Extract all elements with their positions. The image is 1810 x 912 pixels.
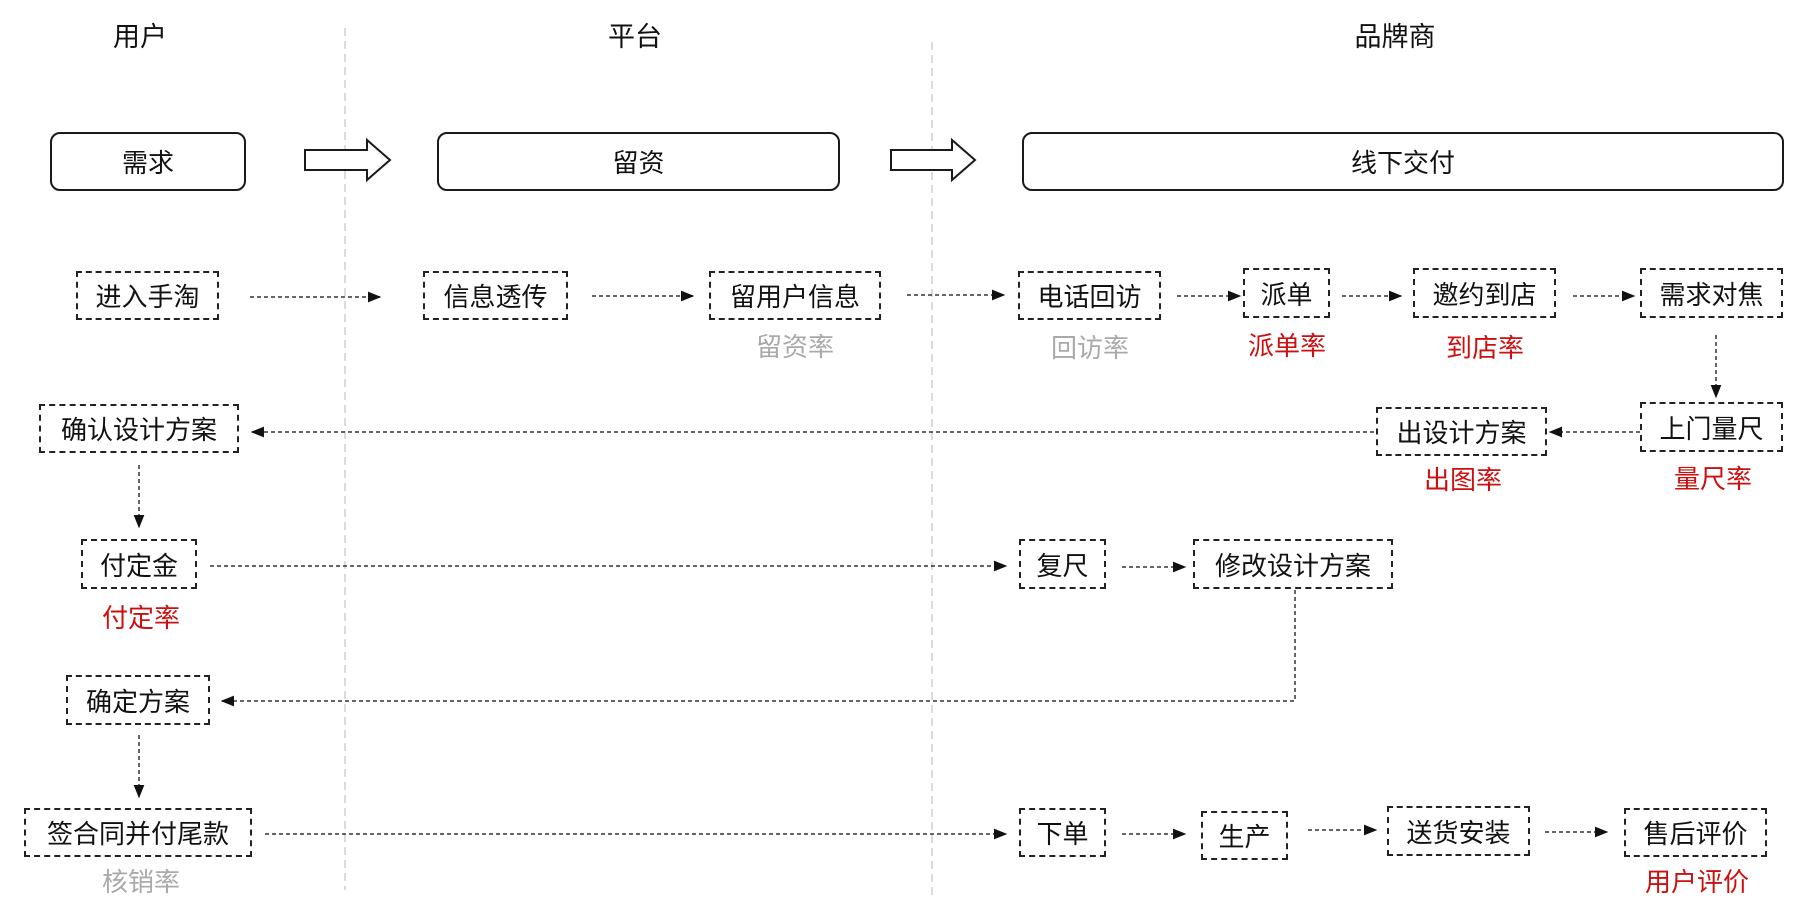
node-invite-store: 邀约到店 <box>1413 268 1556 318</box>
phase-offline-label: 线下交付 <box>1350 149 1455 179</box>
phase-demand: 需求 <box>50 132 246 191</box>
lane-title-brand: 品牌商 <box>1354 22 1436 53</box>
node-place-order: 下单 <box>1019 808 1106 857</box>
node-re-measure: 复尺 <box>1019 539 1106 589</box>
metric-measure-rate: 量尺率 <box>1673 465 1752 495</box>
node-confirm-design: 确认设计方案 <box>39 404 239 453</box>
node-dispatch: 派单 <box>1243 268 1330 318</box>
metric-lead-rate: 留资率 <box>755 333 834 363</box>
phase-lead-label: 留资 <box>612 149 665 179</box>
node-door-measure: 上门量尺 <box>1640 402 1783 452</box>
lane-title-user: 用户 <box>113 22 167 53</box>
metric-dispatch-rate: 派单率 <box>1247 332 1326 362</box>
node-sign-contract: 签合同并付尾款 <box>24 808 252 857</box>
node-leave-info: 留用户信息 <box>709 271 881 320</box>
phase-arrow-icon <box>890 137 977 183</box>
lane-title-platform: 平台 <box>608 22 662 53</box>
node-pay-deposit: 付定金 <box>81 539 197 589</box>
phase-lead: 留资 <box>437 132 840 191</box>
node-design-plan: 出设计方案 <box>1376 407 1547 456</box>
node-demand-focus: 需求对焦 <box>1640 268 1783 318</box>
node-phone-visit: 电话回访 <box>1018 271 1161 320</box>
metric-user-review: 用户评价 <box>1644 868 1749 898</box>
metric-deposit-rate: 付定率 <box>101 604 180 634</box>
metric-writeoff-rate: 核销率 <box>101 868 180 898</box>
metric-visit-rate: 回访率 <box>1050 334 1129 364</box>
node-modify-design: 修改设计方案 <box>1193 539 1393 589</box>
node-info-pass: 信息透传 <box>423 271 568 320</box>
node-deliver-install: 送货安装 <box>1387 806 1530 856</box>
metric-drawing-rate: 出图率 <box>1423 466 1502 496</box>
node-enter-taobao: 进入手淘 <box>76 271 219 320</box>
phase-demand-label: 需求 <box>121 149 174 179</box>
metric-store-rate: 到店率 <box>1445 334 1524 364</box>
flow-arrow <box>220 590 1296 707</box>
node-produce: 生产 <box>1201 811 1288 860</box>
node-confirm-plan: 确定方案 <box>66 675 210 725</box>
phase-arrow-icon <box>304 137 392 183</box>
phase-offline: 线下交付 <box>1022 132 1784 191</box>
node-after-sales: 售后评价 <box>1624 808 1767 857</box>
